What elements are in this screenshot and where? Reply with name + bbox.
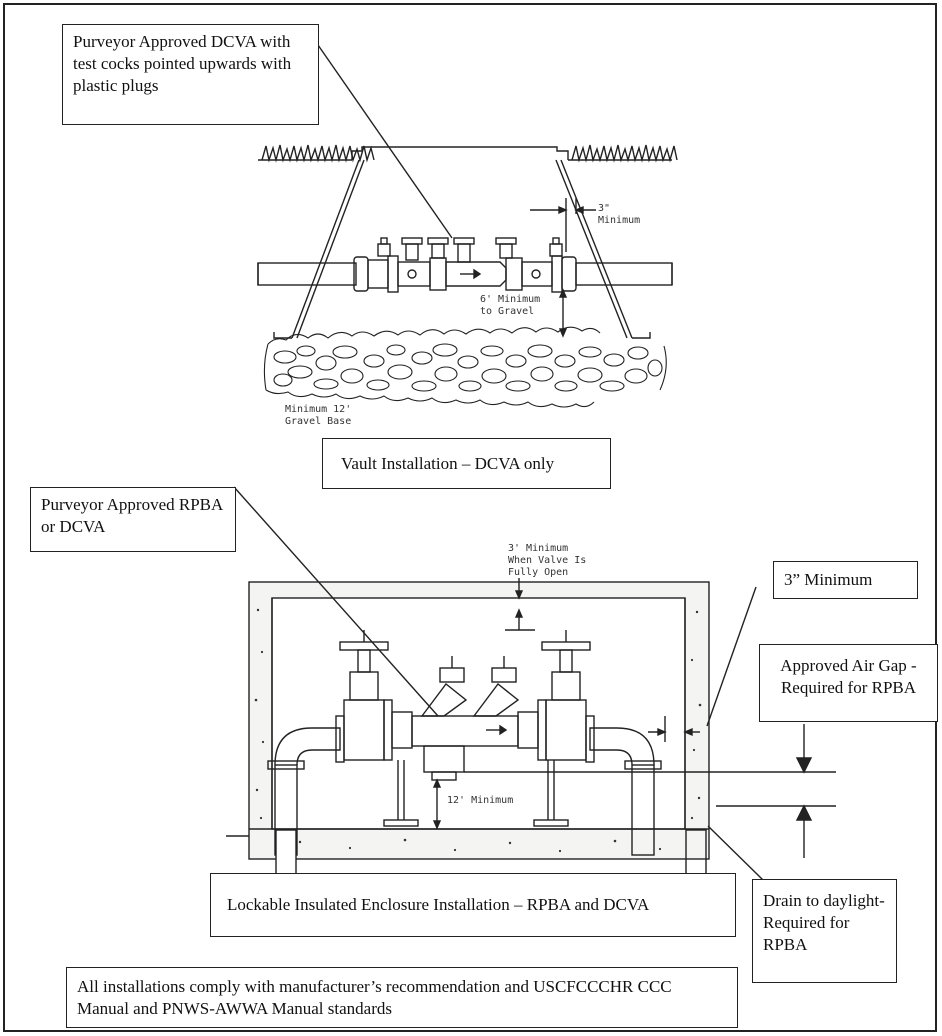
vault-dim-gravel-label: 6' Minimum to Gravel (480, 294, 541, 317)
side-clearance-callout: 3” Minimum (773, 561, 918, 599)
dcva-assembly (353, 237, 577, 293)
grass-tufts-right (568, 144, 678, 163)
concrete-speckle (254, 608, 702, 854)
drawing-frame (3, 3, 937, 1032)
enclosure-valve-callout: Purveyor Approved RPBA or DCVA (30, 487, 236, 552)
enclosure-callout-leader (233, 486, 439, 717)
vault-dim-gravel (558, 288, 568, 338)
enclosure-elbows (267, 715, 662, 770)
air-gap-callout: Approved Air Gap - Required for RPBA (759, 644, 938, 722)
compliance-note: All installations comply with manufactur… (66, 967, 738, 1028)
enclosure-dim-floor-label: 12' Minimum (447, 795, 514, 806)
grass-tufts-left (258, 144, 375, 163)
vault-gravel-base-label: Minimum 12' Gravel Base (285, 404, 352, 427)
drain-callout: Drain to daylight- Required for RPBA (752, 879, 897, 983)
enclosure-dim-top-label: 3' Minimum When Valve Is Fully Open (508, 543, 587, 578)
air-gap-indicator (464, 724, 836, 858)
gate-valve-left (339, 630, 413, 761)
rpba-body (411, 656, 520, 781)
vault-box (273, 146, 651, 339)
enclosure-box (226, 581, 710, 860)
enclosure-dim-floor (432, 778, 442, 830)
enclosure-caption: Lockable Insulated Enclosure Installatio… (210, 873, 736, 937)
enclosure-dim-side (648, 586, 757, 742)
vault-dim-3in-label: 3" Minimum (598, 203, 641, 226)
pipe-stands (383, 760, 569, 827)
gravel-bed (263, 326, 667, 408)
vault-callout-leader (317, 44, 453, 239)
vault-caption: Vault Installation – DCVA only (322, 438, 611, 489)
drain-leader (707, 825, 764, 881)
vault-valve-callout: Purveyor Approved DCVA with test cocks p… (62, 24, 319, 125)
vault-dim-3in (530, 198, 596, 252)
enclosure-dim-top (505, 578, 535, 631)
